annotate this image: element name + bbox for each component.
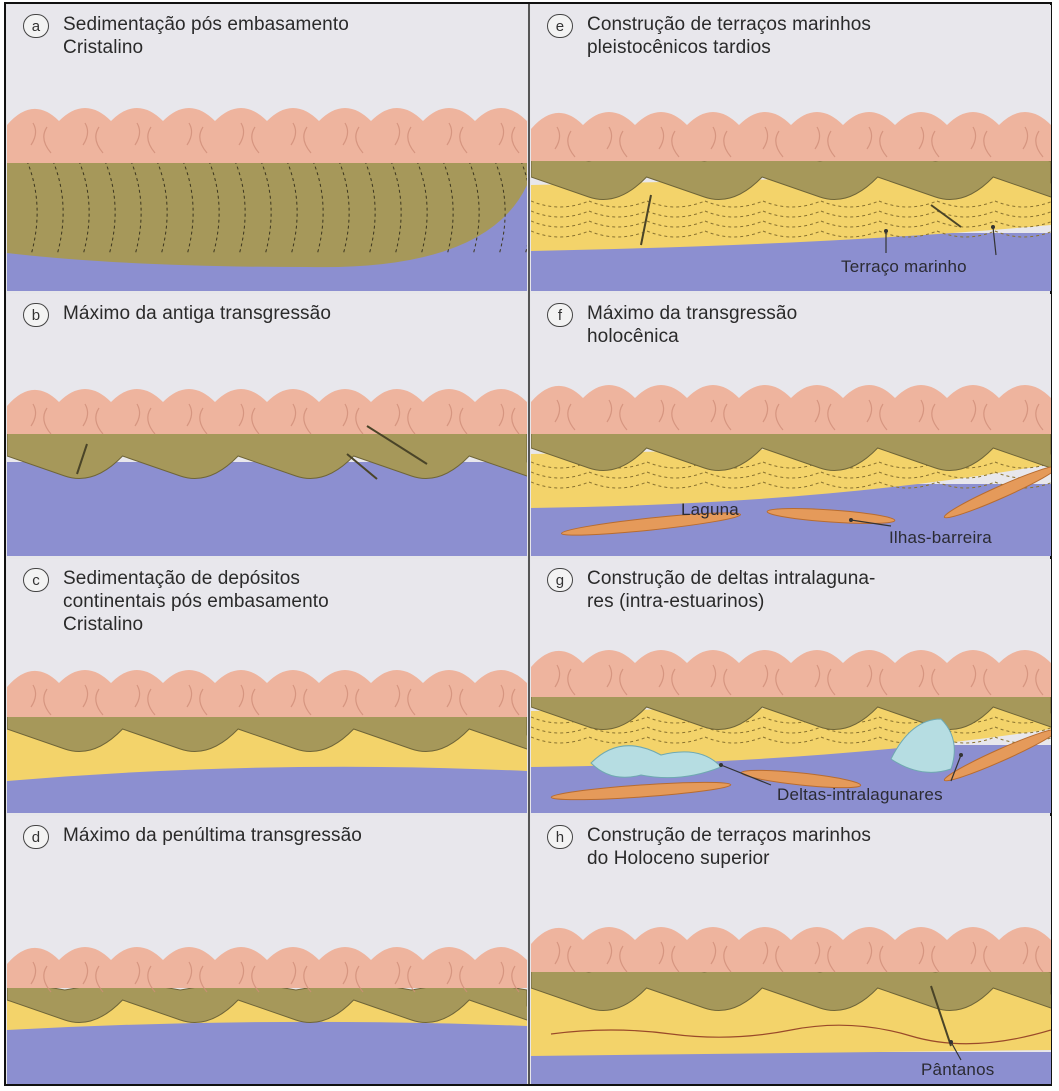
label-pantanos: Pântanos xyxy=(921,1060,994,1080)
label-deltas-intralagunares: Deltas-intralagunares xyxy=(777,785,943,805)
panel-b-title: b Máximo da antiga transgressão xyxy=(23,302,331,327)
panel-g-title: g Construção de deltas intralaguna- res … xyxy=(547,567,875,613)
panel-f: f Máximo da transgressão holocênica Lagu… xyxy=(531,294,1051,556)
panel-e: e Construção de terraços marinhos pleist… xyxy=(531,5,1051,291)
panel-a-text: Sedimentação pós embasamento Cristalino xyxy=(63,13,349,59)
panel-b-letter: b xyxy=(23,303,49,327)
panel-g-text: Construção de deltas intralaguna- res (i… xyxy=(587,567,875,613)
panel-e-text: Construção de terraços marinhos pleistoc… xyxy=(587,13,871,59)
old-deposit xyxy=(7,145,527,267)
column-divider xyxy=(528,4,530,1084)
panel-h-letter: h xyxy=(547,825,573,849)
label-terraco-marinho: Terraço marinho xyxy=(841,257,967,277)
pointer-arrow-head xyxy=(884,229,888,233)
panel-c: c Sedimentação de depósitos continentais… xyxy=(7,559,527,813)
panel-c-letter: c xyxy=(23,568,49,592)
panel-g-letter: g xyxy=(547,568,573,592)
pointer-arrow-head xyxy=(959,753,963,757)
panel-a-title: a Sedimentação pós embasamento Cristalin… xyxy=(23,13,349,59)
panel-f-letter: f xyxy=(547,303,573,327)
panel-g: g Construção de deltas intralaguna- res … xyxy=(531,559,1051,813)
panel-b-illustration xyxy=(7,294,527,556)
panel-e-letter: e xyxy=(547,14,573,38)
panel-d: d Máximo da penúltima transgressão xyxy=(7,816,527,1084)
panel-f-text: Máximo da transgressão holocênica xyxy=(587,302,797,348)
panel-a-letter: a xyxy=(23,14,49,38)
panel-c-text: Sedimentação de depósitos continentais p… xyxy=(63,567,329,636)
panel-h-text: Construção de terraços marinhos do Holoc… xyxy=(587,824,871,870)
panel-d-title: d Máximo da penúltima transgressão xyxy=(23,824,362,849)
pointer-arrow-head xyxy=(849,518,853,522)
panel-d-illustration xyxy=(7,816,527,1084)
pointer-arrow-head xyxy=(991,225,995,229)
panel-h: h Construção de terraços marinhos do Hol… xyxy=(531,816,1051,1084)
panel-f-title: f Máximo da transgressão holocênica xyxy=(547,302,797,348)
label-laguna: Laguna xyxy=(681,500,739,520)
panel-h-title: h Construção de terraços marinhos do Hol… xyxy=(547,824,871,870)
label-ilhas-barreira: Ilhas-barreira xyxy=(889,528,992,548)
panel-e-title: e Construção de terraços marinhos pleist… xyxy=(547,13,871,59)
figure-frame: a Sedimentação pós embasamento Cristalin… xyxy=(4,2,1052,1086)
panel-a: a Sedimentação pós embasamento Cristalin… xyxy=(7,5,527,291)
panel-c-title: c Sedimentação de depósitos continentais… xyxy=(23,567,329,636)
pointer-arrow-head xyxy=(719,763,723,767)
panel-d-text: Máximo da penúltima transgressão xyxy=(63,824,362,847)
panel-b-text: Máximo da antiga transgressão xyxy=(63,302,331,325)
pointer-arrow-head xyxy=(949,1040,953,1044)
panel-d-letter: d xyxy=(23,825,49,849)
panel-b: b Máximo da antiga transgressão xyxy=(7,294,527,556)
